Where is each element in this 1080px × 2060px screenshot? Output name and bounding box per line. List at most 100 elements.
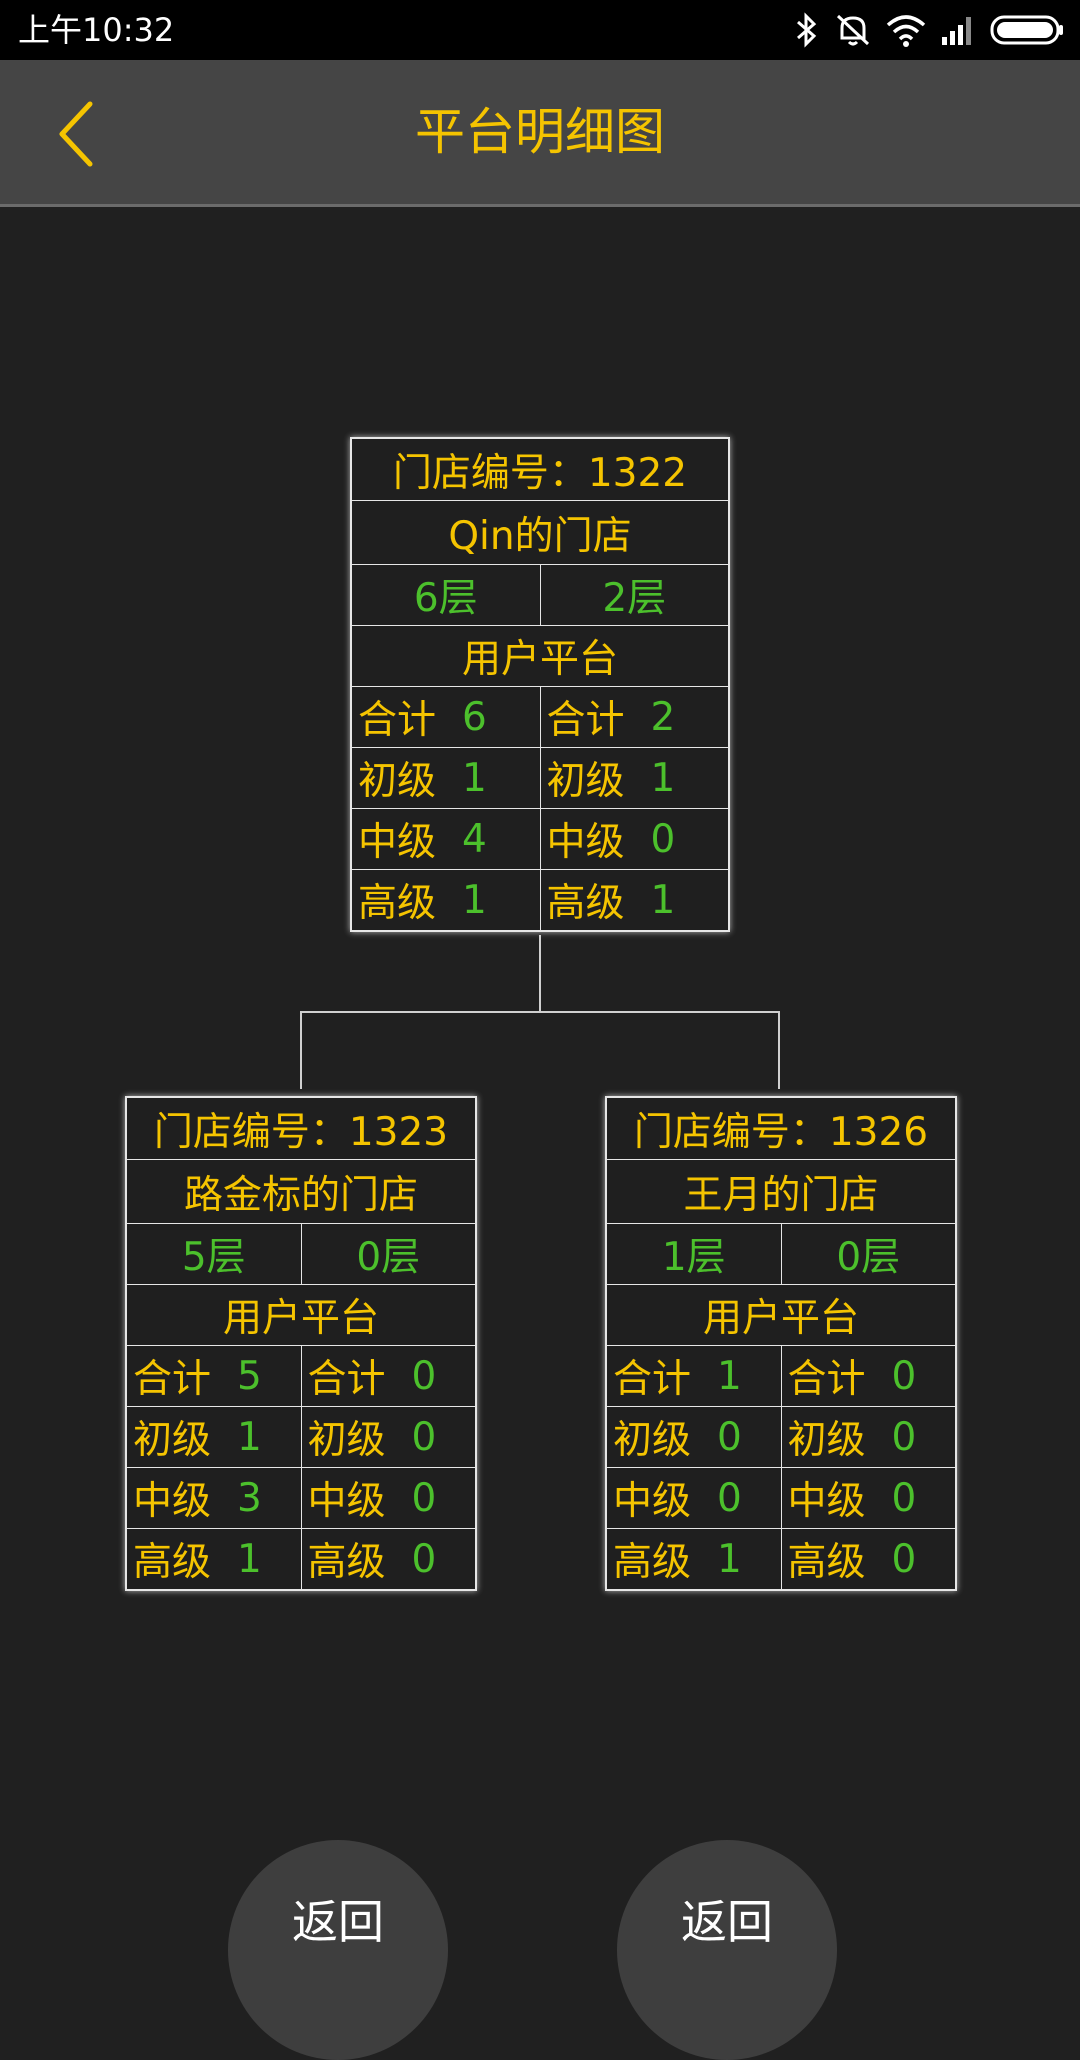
store-node-right[interactable]: 门店编号：1326 王月的门店 1层 0层 用户平台 合计 1 合计 0 初级 0 初… bbox=[605, 1096, 957, 1591]
stat-label: 合计 bbox=[307, 1357, 386, 1402]
stat-label: 中级 bbox=[133, 1479, 212, 1524]
stat-value: 0 bbox=[891, 1414, 917, 1460]
stat-value: 1 bbox=[237, 1536, 262, 1582]
left-layer-count: 6层 bbox=[413, 576, 478, 621]
store-id: 门店编号：1322 bbox=[392, 450, 688, 496]
right-layer-count: 0层 bbox=[780, 1224, 956, 1284]
stat-value: 1 bbox=[462, 877, 487, 923]
stat-value: 4 bbox=[462, 816, 487, 862]
signal-icon bbox=[942, 17, 971, 45]
stat-row-total: 合计 5 合计 0 bbox=[127, 1345, 475, 1406]
stat-value: 1 bbox=[462, 755, 487, 801]
platform-row: 用户平台 bbox=[127, 1284, 475, 1345]
store-name: 王月的门店 bbox=[683, 1172, 879, 1218]
stat-value: 5 bbox=[237, 1353, 262, 1399]
stat-label: 中级 bbox=[307, 1479, 386, 1524]
stat-row-senior: 高级 1 高级 0 bbox=[127, 1528, 475, 1589]
stat-row-total: 合计 1 合计 0 bbox=[607, 1345, 955, 1406]
page-title: 平台明细图 bbox=[415, 103, 665, 161]
stat-label: 初级 bbox=[613, 1418, 692, 1463]
status-time: 上午10:32 bbox=[18, 11, 175, 49]
stat-label: 高级 bbox=[358, 881, 437, 926]
right-layer-count: 2层 bbox=[539, 565, 729, 625]
stat-value: 1 bbox=[650, 755, 676, 801]
tree-connector-right bbox=[778, 1011, 780, 1089]
stat-value: 0 bbox=[650, 816, 676, 862]
layers-row: 1层 0层 bbox=[607, 1223, 955, 1284]
mute-icon bbox=[836, 14, 870, 46]
layers-row: 6层 2层 bbox=[352, 564, 728, 625]
store-id-row: 门店编号：1322 bbox=[352, 439, 728, 500]
platform-label: 用户平台 bbox=[461, 637, 618, 682]
stat-row-middle: 中级 4 中级 0 bbox=[352, 808, 728, 869]
stat-value: 1 bbox=[650, 877, 676, 923]
tree-connector-horizontal bbox=[300, 1011, 780, 1013]
stat-label: 初级 bbox=[307, 1418, 386, 1463]
stat-label: 合计 bbox=[358, 698, 437, 743]
stat-value: 0 bbox=[411, 1475, 437, 1521]
stat-label: 高级 bbox=[787, 1540, 866, 1585]
store-name: 路金标的门店 bbox=[183, 1172, 418, 1218]
store-id: 门店编号：1326 bbox=[633, 1109, 929, 1155]
stat-label: 初级 bbox=[358, 759, 437, 804]
stat-label: 高级 bbox=[307, 1540, 386, 1585]
tree-connector-vertical-top bbox=[539, 935, 541, 1011]
stat-label: 中级 bbox=[613, 1479, 692, 1524]
stat-row-junior: 初级 0 初级 0 bbox=[607, 1406, 955, 1467]
stat-label: 合计 bbox=[133, 1357, 212, 1402]
stat-label: 中级 bbox=[787, 1479, 866, 1524]
stat-value: 1 bbox=[717, 1536, 742, 1582]
stat-value: 0 bbox=[411, 1353, 437, 1399]
back-button[interactable] bbox=[48, 96, 124, 172]
stat-value: 0 bbox=[717, 1475, 742, 1521]
stat-value: 1 bbox=[237, 1414, 262, 1460]
platform-label: 用户平台 bbox=[222, 1296, 379, 1341]
store-name-row: Qin的门店 bbox=[352, 500, 728, 564]
left-layer-count: 1层 bbox=[661, 1235, 726, 1280]
status-bar: 上午10:32 bbox=[0, 0, 1080, 60]
return-button-right[interactable]: 返回 bbox=[617, 1840, 837, 2060]
app-bar: 平台明细图 bbox=[0, 60, 1080, 207]
store-name-row: 王月的门店 bbox=[607, 1159, 955, 1223]
right-layer-count: 0层 bbox=[300, 1224, 476, 1284]
store-id: 门店编号：1323 bbox=[153, 1109, 449, 1155]
platform-label: 用户平台 bbox=[702, 1296, 859, 1341]
stat-value: 0 bbox=[717, 1414, 742, 1460]
wifi-icon bbox=[886, 15, 926, 47]
stat-label: 合计 bbox=[787, 1357, 866, 1402]
stat-value: 1 bbox=[717, 1353, 742, 1399]
stat-label: 中级 bbox=[546, 820, 625, 865]
stat-label: 初级 bbox=[787, 1418, 866, 1463]
store-id-row: 门店编号：1323 bbox=[127, 1098, 475, 1159]
stat-row-senior: 高级 1 高级 1 bbox=[352, 869, 728, 930]
store-name: Qin的门店 bbox=[448, 513, 632, 559]
chevron-left-icon bbox=[59, 101, 93, 167]
stat-label: 高级 bbox=[546, 881, 625, 926]
stat-value: 0 bbox=[411, 1414, 437, 1460]
platform-row: 用户平台 bbox=[607, 1284, 955, 1345]
tree-connector-left bbox=[300, 1011, 302, 1089]
stat-value: 0 bbox=[411, 1536, 437, 1582]
return-button-left[interactable]: 返回 bbox=[228, 1840, 448, 2060]
bluetooth-icon bbox=[797, 12, 817, 48]
store-id-row: 门店编号：1326 bbox=[607, 1098, 955, 1159]
stat-label: 高级 bbox=[133, 1540, 212, 1585]
stat-value: 3 bbox=[237, 1475, 262, 1521]
battery-icon bbox=[990, 15, 1063, 45]
stat-value: 0 bbox=[891, 1536, 917, 1582]
left-layer-count: 5层 bbox=[181, 1235, 246, 1280]
stat-row-middle: 中级 3 中级 0 bbox=[127, 1467, 475, 1528]
platform-row: 用户平台 bbox=[352, 625, 728, 686]
store-name-row: 路金标的门店 bbox=[127, 1159, 475, 1223]
stat-label: 合计 bbox=[613, 1357, 692, 1402]
stat-label: 中级 bbox=[358, 820, 437, 865]
stat-value: 0 bbox=[891, 1353, 917, 1399]
status-icons bbox=[794, 10, 1064, 50]
